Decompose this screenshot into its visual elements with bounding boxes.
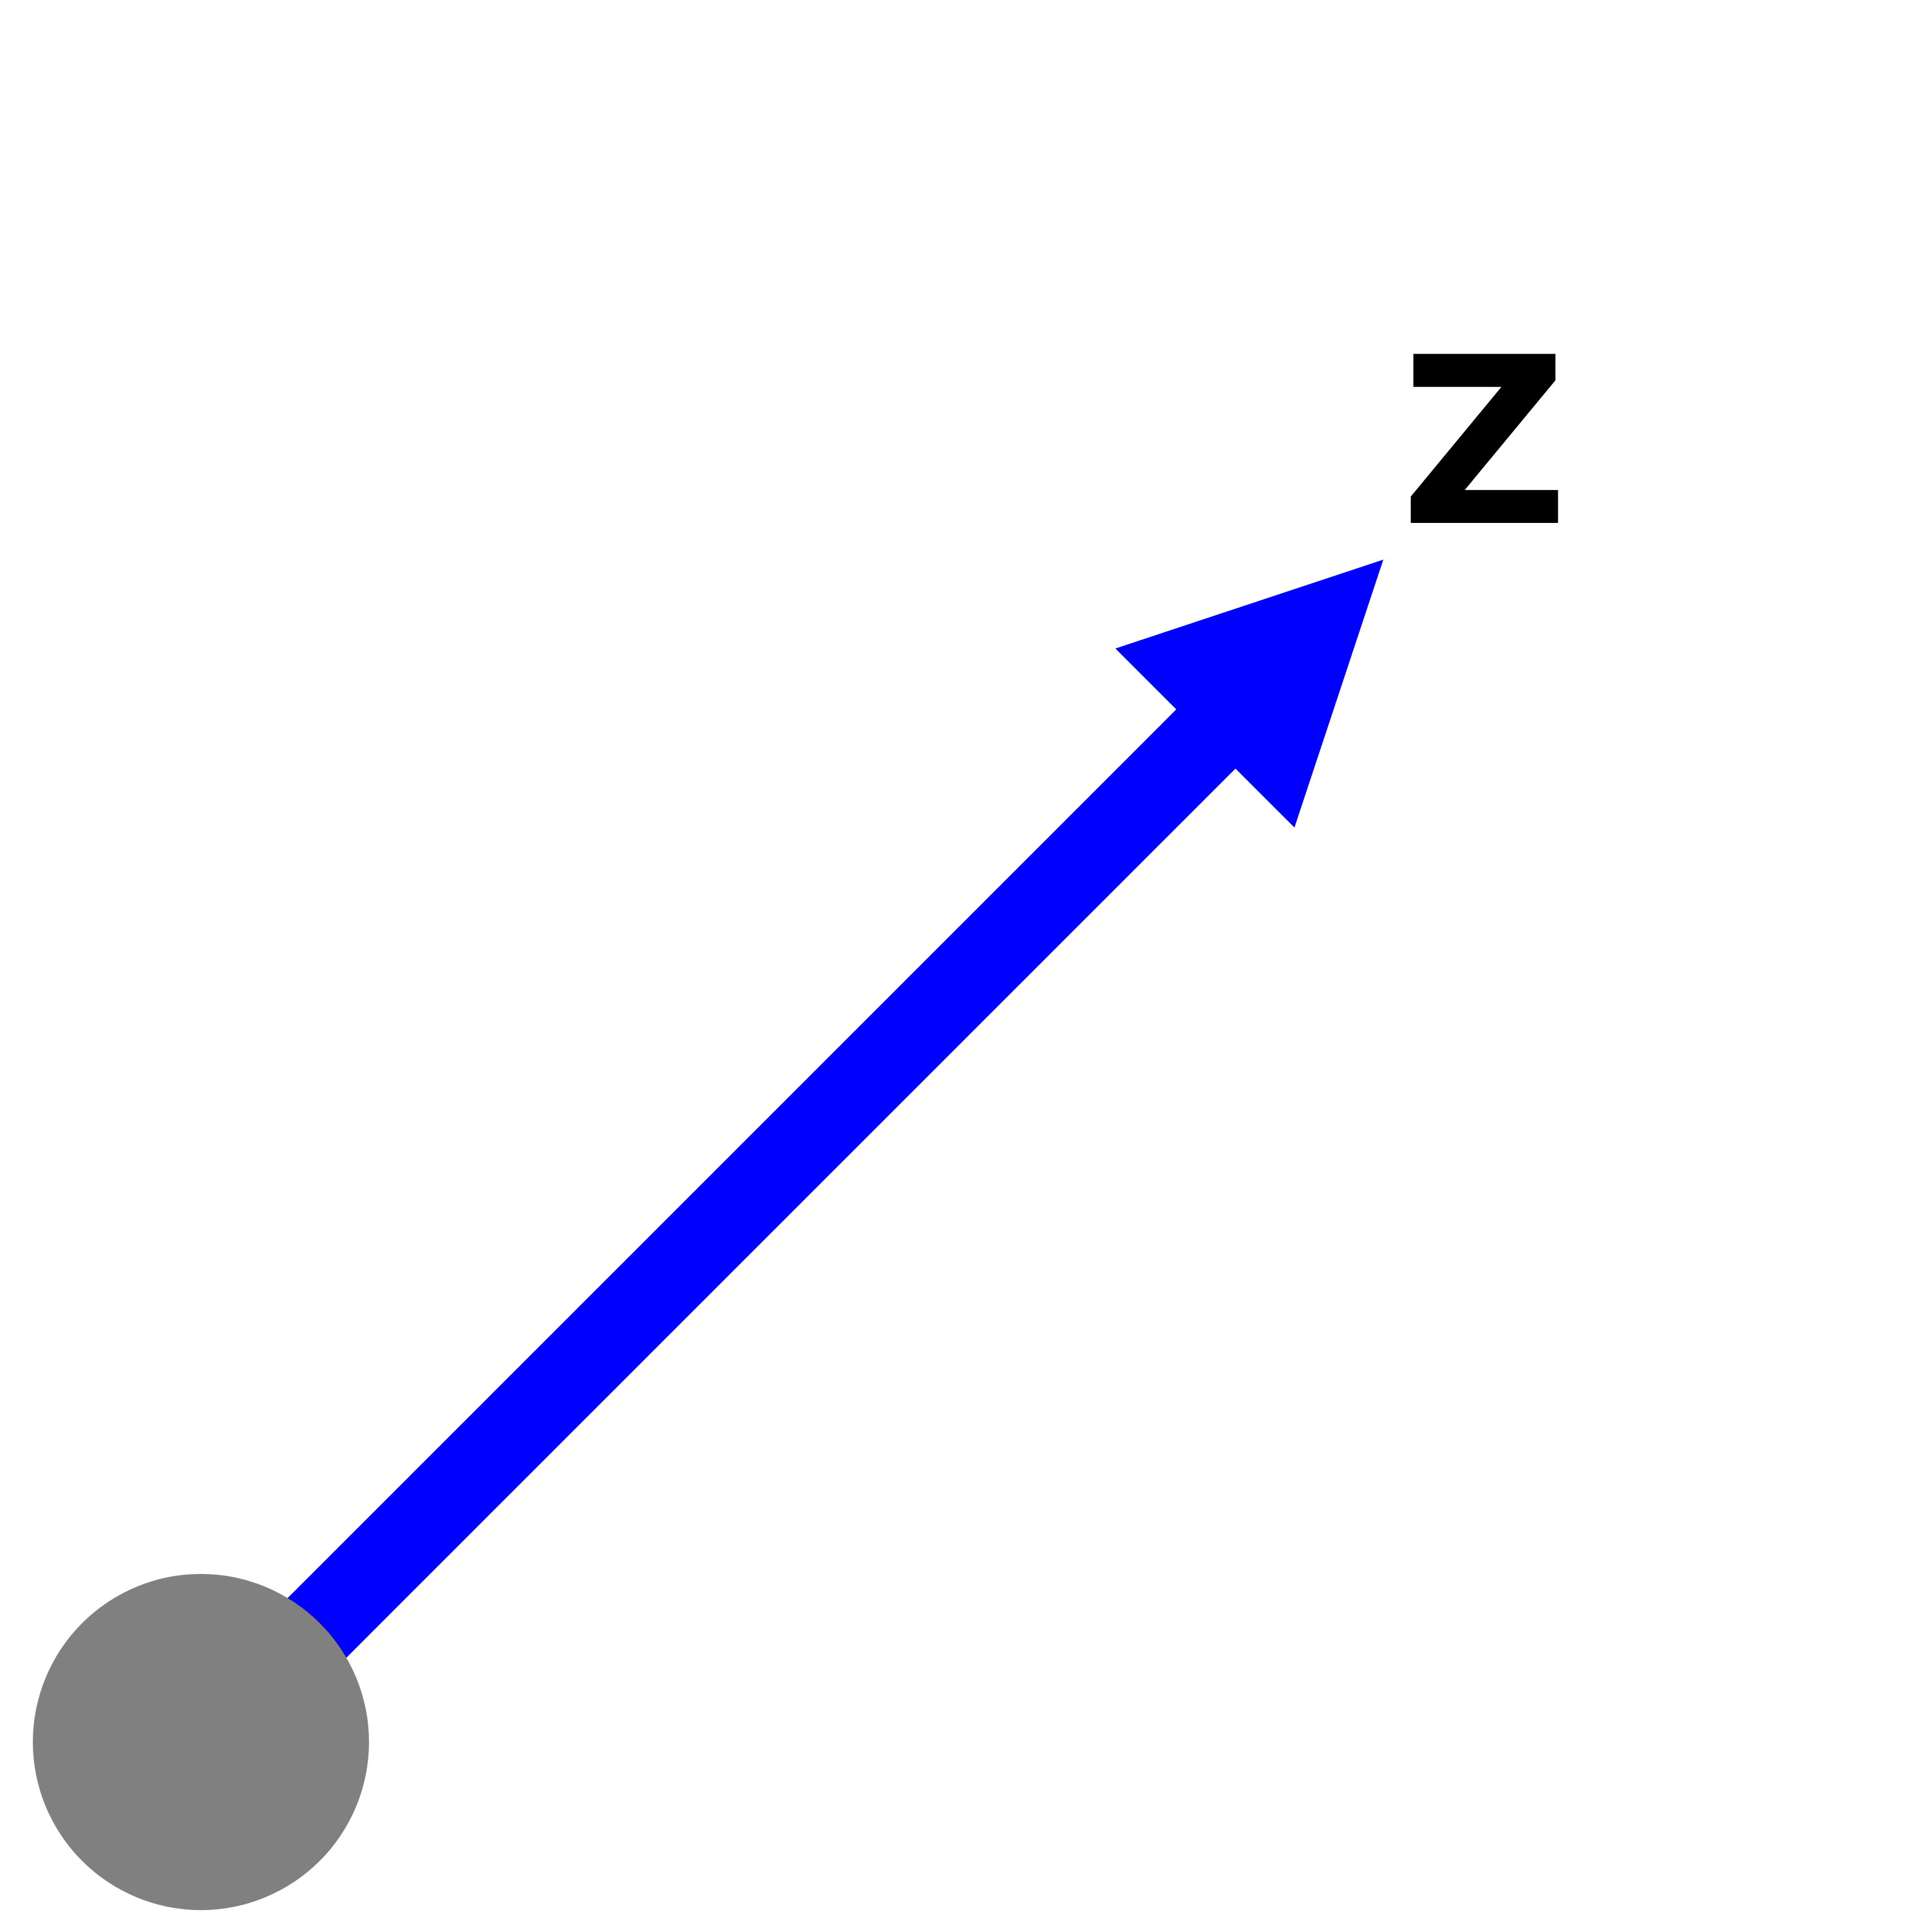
- origin-dot: [33, 1574, 369, 1910]
- z-axis-arrow-shaft: [286, 708, 1237, 1659]
- z-axis-label: Z: [1400, 308, 1568, 578]
- z-axis-arrowhead: [1115, 560, 1383, 828]
